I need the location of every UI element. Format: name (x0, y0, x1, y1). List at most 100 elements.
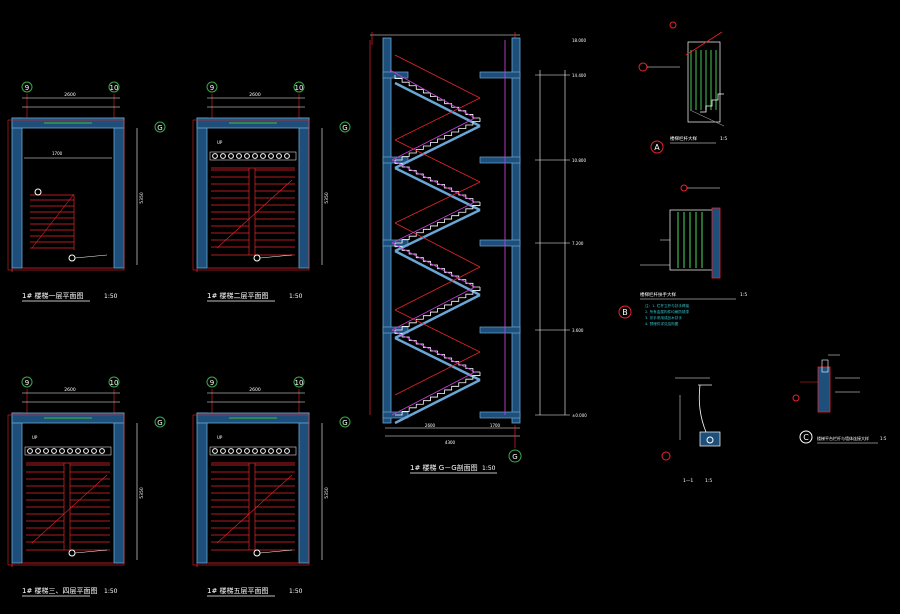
landing-railing (209, 446, 297, 456)
dimension-text: 2600 (64, 387, 76, 393)
stair-flight (394, 351, 481, 425)
stair-flight (394, 181, 481, 253)
stair-steps (395, 287, 481, 331)
axis-label: 10 (295, 379, 304, 387)
wall-right (113, 117, 125, 269)
baluster (83, 448, 89, 454)
stair-steps (395, 202, 481, 244)
footing (699, 431, 721, 447)
detail-scale: 1:5 (880, 436, 887, 441)
wall-left (196, 412, 208, 564)
dimension-text: 4300 (445, 440, 456, 445)
detail-bubble (669, 21, 677, 29)
structure-lines (389, 40, 506, 416)
wall-left (196, 117, 208, 269)
level-mark: 14.400 (572, 73, 586, 78)
level-mark: 3.600 (572, 328, 584, 333)
floor-slab (479, 326, 521, 334)
axis-label: G (157, 419, 162, 427)
handrail (394, 351, 481, 396)
stair-flights (26, 462, 110, 551)
baluster (276, 153, 282, 159)
dimension-text: 5350 (139, 192, 145, 204)
stair-direction: UP (217, 140, 223, 145)
detail-scale: 1:5 (705, 478, 712, 484)
detail-note: 注：1. 栏杆立杆与扶手焊接 (645, 303, 690, 308)
detail-note: 4. 预埋件详见结构图 (645, 321, 679, 326)
bolt (706, 436, 714, 444)
baluster (284, 153, 290, 159)
baluster (228, 153, 234, 159)
level-mark: ±0.000 (572, 413, 587, 418)
wall-right (298, 117, 310, 269)
baluster (220, 153, 226, 159)
stair-flights (211, 167, 295, 256)
stair-steps (394, 330, 480, 373)
wall-left (11, 117, 23, 269)
stair-flight (394, 222, 481, 297)
axis-label: 10 (110, 379, 119, 387)
outer-frame (192, 414, 310, 566)
detail-id-bubble (650, 140, 664, 154)
baluster (99, 448, 105, 454)
handrail (394, 309, 481, 353)
wall-right (113, 412, 125, 564)
handrail-section (821, 359, 829, 373)
plan-title: 1# 楼梯二层平面图 (207, 291, 269, 300)
floor-slab (479, 239, 521, 247)
level-mark: 7.200 (572, 241, 584, 246)
section-wall-left (382, 37, 392, 424)
stair-slab (394, 208, 481, 253)
handrail (394, 97, 481, 141)
landing-railing (24, 446, 112, 456)
break-line (216, 474, 293, 544)
baluster (51, 448, 57, 454)
floor-slab (479, 411, 521, 419)
dimension-text: 1700 (52, 151, 63, 156)
detail-bubble (792, 394, 800, 402)
axis-bubble (293, 376, 305, 388)
axis-bubble (21, 376, 33, 388)
structure-line (391, 117, 476, 161)
dimension-text: 5350 (324, 192, 330, 204)
baluster (276, 448, 282, 454)
note-bubble (34, 188, 42, 196)
baluster (59, 448, 65, 454)
detail-id-bubble (799, 430, 813, 444)
baluster (228, 448, 234, 454)
structure-line (391, 371, 476, 416)
axis-bubble (21, 81, 33, 93)
baluster (212, 448, 218, 454)
break-line (31, 193, 75, 249)
plan-title: 1# 楼梯一层平面图 (22, 291, 84, 300)
handrail (685, 31, 723, 56)
structure-line (389, 69, 476, 119)
detail-a-frame (687, 41, 721, 123)
break-line (216, 179, 293, 249)
stair-slab (394, 249, 481, 297)
baluster (252, 153, 258, 159)
baluster (244, 153, 250, 159)
level-mark: 18.000 (572, 38, 586, 43)
stair-flight (394, 266, 481, 340)
baluster (212, 153, 218, 159)
detail-id: C (803, 433, 809, 442)
dimension-text: 5350 (139, 487, 145, 499)
axis-label: 9 (25, 379, 29, 387)
plan-scale: 1:50 (289, 588, 303, 595)
plan-title: 1# 楼梯三、四层平面图 (22, 586, 98, 595)
plan-scale: 1:50 (104, 588, 118, 595)
wall-section (817, 366, 831, 413)
level-mark: 10.800 (572, 158, 586, 163)
detail-caption: 楼梯栏杆扶手大样 (640, 291, 676, 298)
landing-railing (209, 151, 297, 161)
stair-flight (394, 97, 481, 170)
axis-bubble (339, 121, 351, 133)
outer-frame (192, 119, 310, 271)
detail-scale: 1:5 (740, 292, 747, 298)
